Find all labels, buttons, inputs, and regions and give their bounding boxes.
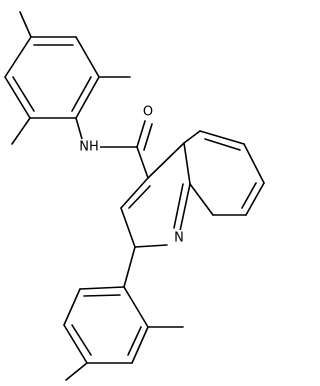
amide-nh-label: NH [79,140,99,155]
methyl-bond [65,362,88,381]
double-bond-inner [83,294,121,297]
bond [79,286,125,290]
dimethylphenyl-methyls [65,326,184,381]
bond [75,76,100,119]
bond [123,286,149,328]
double-bond-inner [204,138,241,151]
methyl-bond [11,117,31,145]
carbonyl-double-bond [143,123,153,151]
bond [134,244,168,248]
bond [147,142,185,179]
bond [245,182,265,216]
mesityl-methyls [11,11,131,145]
bond [243,143,265,184]
double-bond-inner [173,183,184,229]
carbonyl-double-bond [136,120,146,148]
bond [63,324,88,364]
structural-formula: O NH N [4,11,265,381]
double-bond-inner [12,76,35,112]
bond [179,183,191,232]
atom-labels: O NH N [78,104,186,246]
double-bond-inner [127,326,142,356]
mesityl-ring [4,36,100,119]
double-bond-inner [71,324,92,356]
bond [131,326,149,364]
methyl-bond [19,11,32,38]
n-aryl-bond [75,117,83,140]
amide-group [75,117,153,179]
quinoline-benzo-ring [183,130,265,216]
double-bond-inner [71,76,92,112]
bond [4,36,32,78]
bond [4,76,31,119]
bond [120,207,136,248]
oxygen-label: O [143,105,153,120]
quinoline-pyridine-ring [120,142,191,248]
bond [183,142,191,185]
dimethylphenyl-ring [63,286,149,364]
bond [189,183,214,216]
bond [75,36,100,78]
double-bond-inner [241,182,257,209]
carbonyl-c4-bond [136,146,149,179]
c2-aryl-bond [123,246,136,288]
bond [120,177,149,209]
bond [199,130,245,145]
double-bond-inner [128,185,151,209]
nitrogen-label: N [174,231,184,246]
bond [183,130,201,144]
bond [63,288,81,326]
